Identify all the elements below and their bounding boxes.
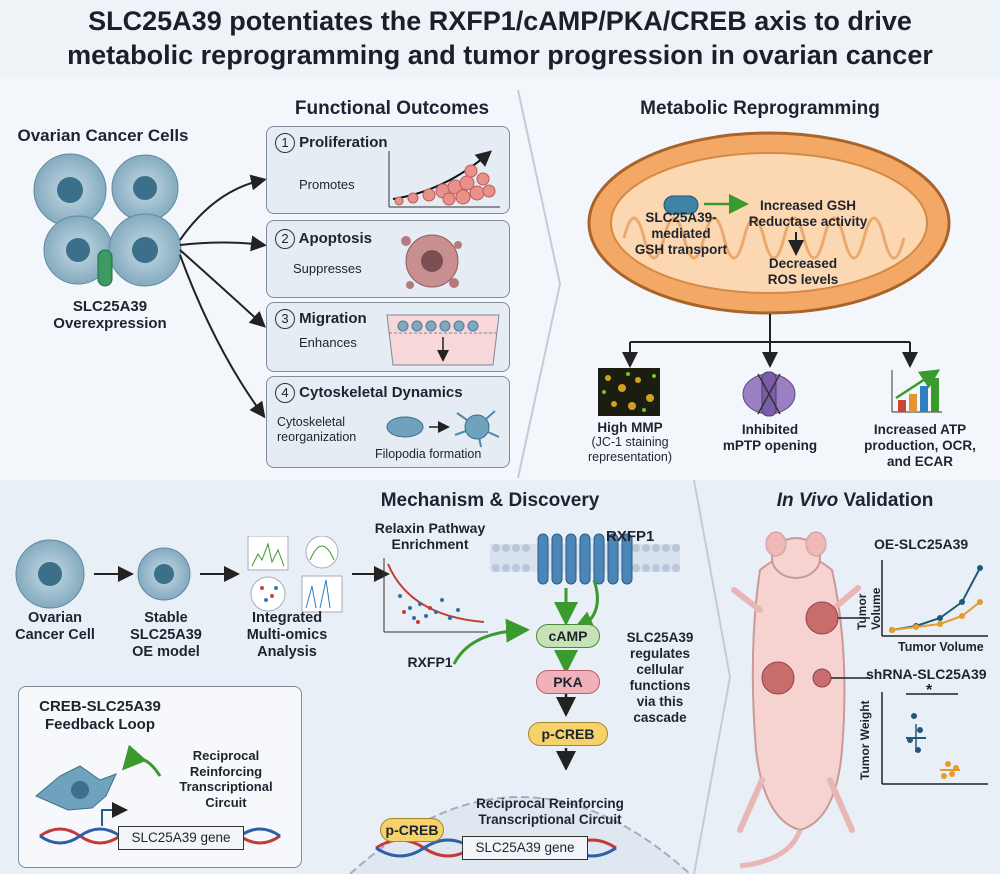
volume-xlabel: Tumor Volume bbox=[898, 640, 984, 654]
enrichment-plot-icon bbox=[383, 558, 488, 633]
volume-sh-line-point bbox=[913, 624, 919, 630]
gsh-reductase-label: Increased GSH Reductase activity bbox=[748, 198, 868, 229]
mouse-illustration bbox=[731, 531, 870, 869]
outcome-apoptosis: 2 Apoptosis Suppresses bbox=[266, 220, 510, 298]
metabolic-heading: Metabolic Reprogramming bbox=[640, 98, 880, 119]
workflow-illustration bbox=[15, 536, 390, 613]
volume-sh-line bbox=[891, 601, 981, 631]
sh-label: shRNA-SLC25A39 bbox=[866, 666, 987, 682]
volume-sh-line-point bbox=[889, 627, 895, 633]
outcome-atp: Increased ATP production, OCR, and ECAR bbox=[864, 422, 976, 469]
overexpression-label: SLC25A39 Overexpression bbox=[53, 298, 167, 332]
volume-ylabel: Tumor Volume bbox=[855, 587, 883, 630]
weight-oe-points bbox=[907, 713, 923, 753]
cell-1 bbox=[33, 153, 107, 227]
cytoskeletal-sub: Cytoskeletal reorganization bbox=[277, 415, 357, 444]
tumor-oe-icon bbox=[805, 601, 839, 635]
cancer-cells-illustration bbox=[33, 153, 182, 287]
gsh-transport-label: SLC25A39- mediated GSH transport bbox=[634, 210, 728, 257]
rxfp1-gene-label: RXFP1 bbox=[407, 654, 453, 670]
volume-oe-line-point bbox=[977, 565, 983, 571]
apoptosis-sub: Suppresses bbox=[293, 261, 362, 276]
camp-node: cAMP bbox=[536, 624, 600, 648]
slc25a39-transporter-icon bbox=[663, 195, 699, 215]
tumor-weight-chart bbox=[881, 692, 988, 785]
outcome-migration: 3 Migration Enhances bbox=[266, 302, 510, 372]
rxfp1-receptor-icon bbox=[537, 533, 633, 585]
stable-model-icon bbox=[137, 547, 191, 601]
outcome-arrows bbox=[179, 174, 267, 419]
volume-sh-line-point bbox=[937, 621, 943, 627]
volume-sh-line-point bbox=[977, 599, 983, 605]
weight-ylabel: Tumor Weight bbox=[858, 700, 872, 780]
pka-node: PKA bbox=[536, 670, 600, 694]
transwell-icon bbox=[386, 314, 500, 366]
proliferation-graph bbox=[388, 150, 500, 208]
cell-4 bbox=[108, 213, 182, 287]
cell-2 bbox=[111, 154, 179, 222]
signaling-cascade bbox=[490, 533, 680, 770]
oe-label: OE-SLC25A39 bbox=[874, 536, 969, 552]
migration-sub: Enhances bbox=[299, 335, 357, 350]
panel-chevron bbox=[517, 90, 562, 478]
filopodia-label: Filopodia formation bbox=[375, 447, 482, 461]
mechanism-heading: Mechanism & Discovery bbox=[380, 490, 600, 511]
tumor-sh-small-icon bbox=[812, 668, 832, 688]
rxfp1-to-camp-arrow bbox=[452, 618, 530, 665]
feedback-gene-box: SLC25A39 gene bbox=[118, 826, 244, 850]
nucleus-pcreb: p-CREB bbox=[380, 818, 444, 842]
migration-title: 3 Migration bbox=[275, 309, 367, 329]
apoptotic-cell-icon bbox=[401, 234, 462, 289]
figure-title: SLC25A39 potentiates the RXFP1/cAMP/PKA/… bbox=[0, 4, 1000, 72]
cytoskeletal-title: 4 Cytoskeletal Dynamics bbox=[275, 383, 463, 403]
slc25a39-transporter-icon bbox=[97, 249, 113, 287]
title-line-2: metabolic reprogramming and tumor progre… bbox=[67, 40, 933, 70]
outcome-mmp: High MMP (JC-1 staining representation) bbox=[587, 420, 673, 464]
volume-oe-line-point bbox=[937, 615, 943, 621]
tumor-sh-large-icon bbox=[761, 661, 795, 695]
rxfp1-receptor-label: RXFP1 bbox=[606, 528, 655, 545]
panel-chevron-2 bbox=[693, 480, 732, 874]
significance-mark: * bbox=[926, 682, 933, 699]
tumor-volume-chart bbox=[881, 560, 988, 637]
cells-heading: Ovarian Cancer Cells bbox=[17, 126, 189, 145]
metabolic-branch-arrows bbox=[622, 314, 918, 368]
apoptosis-title: 2 Apoptosis bbox=[275, 229, 372, 249]
ros-label: Decreased ROS levels bbox=[767, 256, 839, 287]
jc1-staining-image bbox=[598, 368, 660, 416]
mitochondrion-illustration bbox=[587, 131, 951, 315]
volume-oe-line bbox=[891, 567, 981, 631]
increase-chart-icon bbox=[891, 369, 942, 413]
nucleus-gene-box: SLC25A39 gene bbox=[462, 836, 588, 860]
outcome-cytoskeletal: 4 Cytoskeletal Dynamics Cytoskeletal reo… bbox=[266, 376, 510, 468]
cancer-cell-icon bbox=[15, 539, 85, 609]
outcome-mptp: Inhibited mPTP opening bbox=[722, 422, 818, 453]
outcome-proliferation: 1 Proliferation Promotes bbox=[266, 126, 510, 214]
functional-heading: Functional Outcomes bbox=[294, 98, 490, 119]
omics-panels-icon bbox=[247, 536, 343, 613]
pcreb-node: p-CREB bbox=[528, 722, 608, 746]
volume-sh-line-point bbox=[959, 613, 965, 619]
volume-oe-line-point bbox=[959, 599, 965, 605]
proliferation-sub: Promotes bbox=[299, 177, 355, 192]
mptp-channel-icon bbox=[742, 371, 796, 417]
title-line-1: SLC25A39 potentiates the RXFP1/cAMP/PKA/… bbox=[88, 6, 912, 36]
cell-morphology-icon bbox=[386, 410, 500, 448]
proliferation-title: 1 Proliferation bbox=[275, 133, 388, 153]
invivo-heading: In Vivo Validation bbox=[776, 490, 934, 511]
